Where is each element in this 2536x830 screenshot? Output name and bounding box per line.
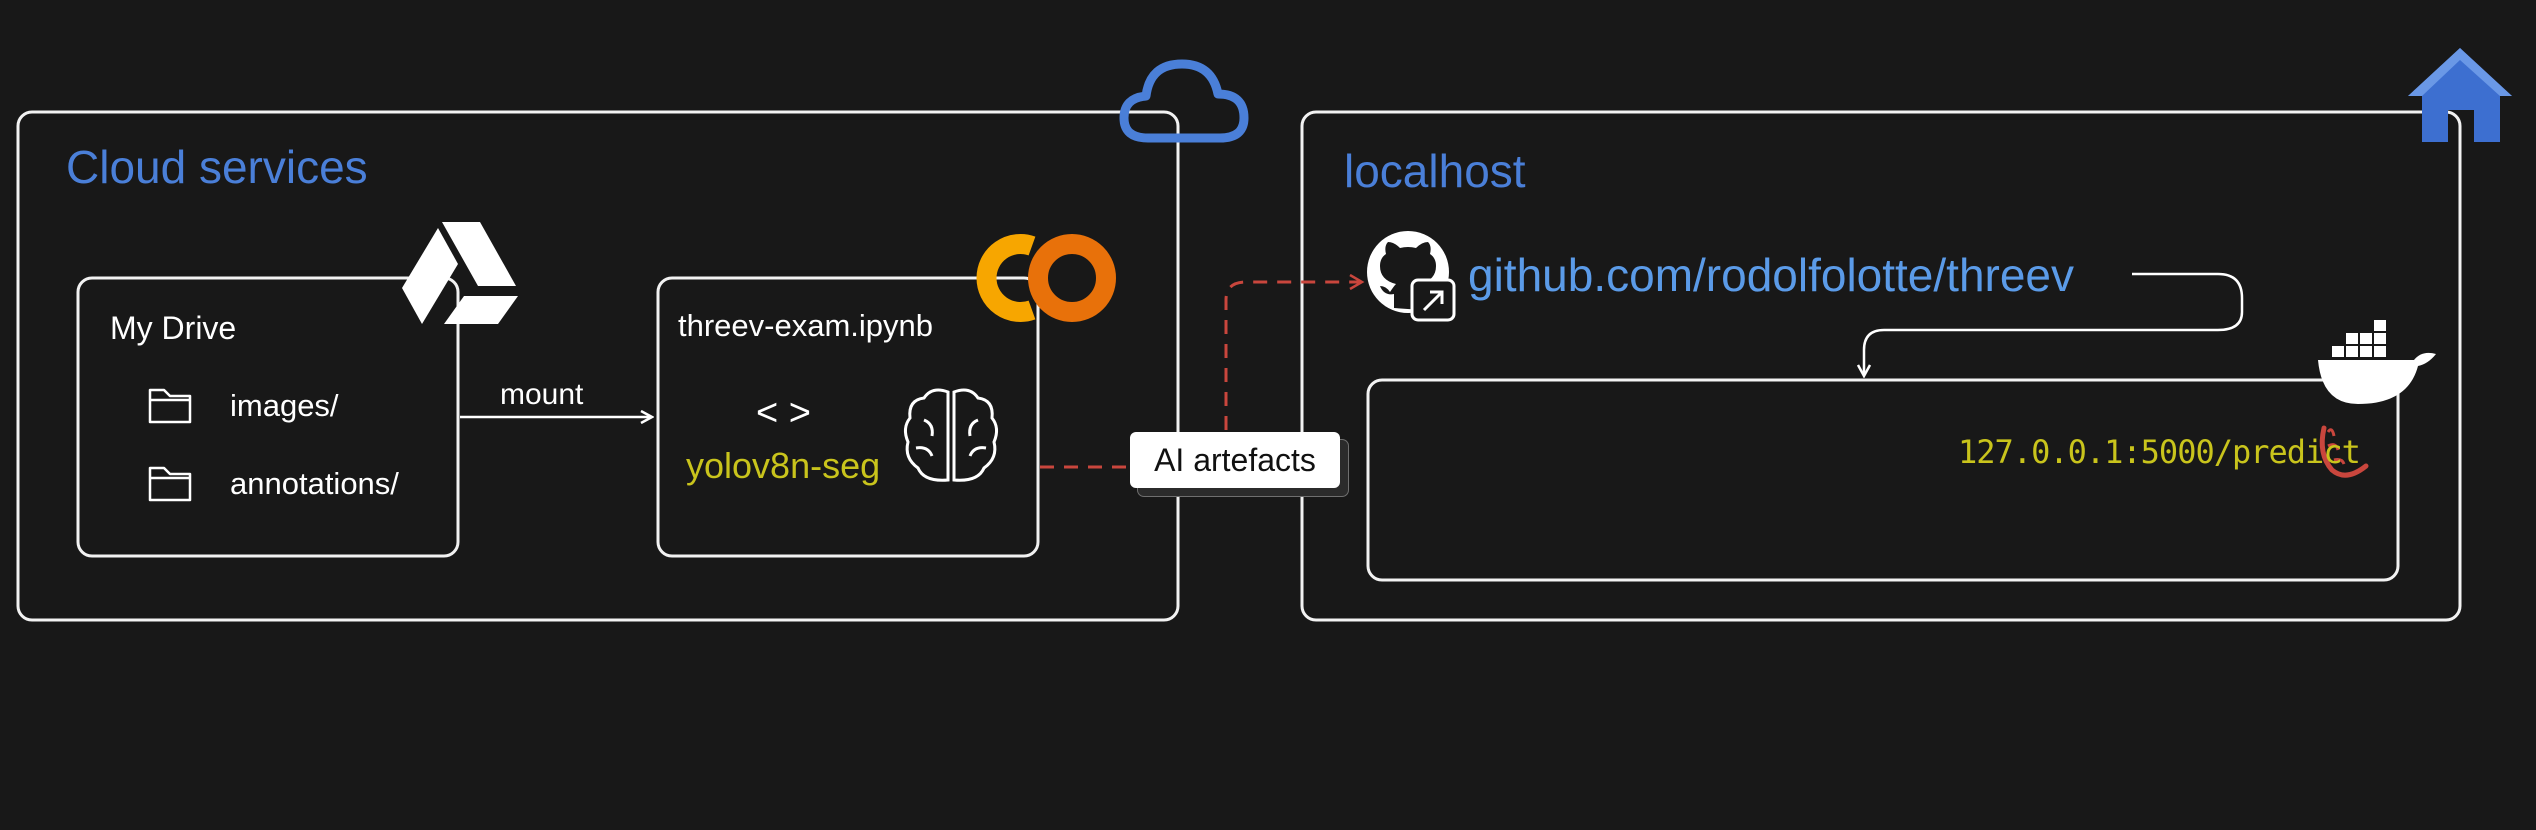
- brain-icon: [903, 388, 999, 482]
- home-icon: [2408, 48, 2512, 142]
- localhost-title: localhost: [1344, 145, 1526, 197]
- ai-artefacts-label: AI artefacts: [1154, 441, 1316, 478]
- predict-endpoint[interactable]: 127.0.0.1:5000/predict: [1958, 433, 2361, 471]
- folder-icon: [148, 466, 192, 502]
- folder-images-label[interactable]: images/: [230, 388, 339, 423]
- mount-label: mount: [500, 378, 584, 411]
- my-drive-title: My Drive: [110, 310, 237, 346]
- my-drive-box: [76, 276, 460, 558]
- folder-icon: [148, 388, 192, 424]
- folder-annotations-label[interactable]: annotations/: [230, 466, 399, 501]
- notebook-box: [656, 276, 1040, 558]
- artefacts-to-github-arrow: [1224, 282, 1362, 430]
- code-icon: < >: [756, 392, 811, 434]
- notebook-title[interactable]: threev-exam.ipynb: [678, 308, 934, 343]
- ai-artefacts-badge: AI artefacts: [1130, 432, 1340, 488]
- github-icon: [1367, 231, 1456, 322]
- server-box: [1366, 378, 2400, 582]
- cloud-services-title: Cloud services: [66, 141, 368, 193]
- model-name: yolov8n-seg: [686, 445, 881, 486]
- repo-to-server-arrow: [1864, 272, 2244, 376]
- docker-icon: [2318, 320, 2436, 404]
- cloud-icon: [1119, 59, 1249, 143]
- cloud-services-box: [16, 110, 1180, 622]
- colab-icon: [976, 234, 1116, 322]
- localhost-box: [1300, 110, 2462, 622]
- google-drive-icon: [402, 222, 518, 324]
- flask-icon: [2319, 425, 2369, 478]
- repo-link[interactable]: github.com/rodolfolotte/threev: [1468, 249, 2075, 301]
